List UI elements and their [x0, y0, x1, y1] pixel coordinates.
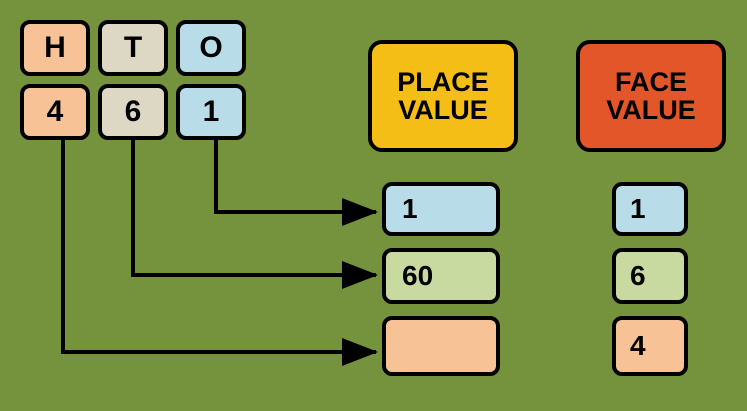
place-value-row-3: [382, 316, 500, 376]
face-value-row-2: 6: [612, 248, 688, 304]
place-value-row-1-value: 1: [402, 193, 418, 225]
chart-header-ones: O: [176, 20, 246, 76]
place-value-row-2-value: 60: [402, 260, 434, 292]
face-value-banner-line2: VALUE: [606, 95, 696, 125]
connector-tens-to-place-value: [131, 140, 378, 289]
face-value-row-1: 1: [612, 182, 688, 236]
place-value-banner-line2: VALUE: [398, 95, 488, 125]
place-value-row-2: 60: [382, 248, 500, 304]
place-value-banner: PLACE VALUE: [368, 40, 518, 152]
connector-ones-to-place-value: [214, 140, 378, 226]
connector-hundreds-to-place-value: [61, 140, 378, 366]
face-value-banner-line1: FACE: [614, 66, 687, 97]
face-value-banner: FACE VALUE: [576, 40, 726, 152]
chart-digit-tens-label: 6: [124, 95, 142, 129]
chart-digit-hundreds-label: 4: [46, 95, 64, 129]
face-value-row-3-value: 4: [630, 330, 646, 362]
chart-header-hundreds: H: [20, 20, 90, 76]
chart-digit-hundreds: 4: [20, 84, 90, 140]
chart-digit-tens: 6: [98, 84, 168, 140]
chart-header-ones-label: O: [199, 31, 223, 65]
chart-digit-ones-label: 1: [202, 95, 220, 129]
chart-header-tens-label: T: [123, 31, 143, 65]
place-value-row-1: 1: [382, 182, 500, 236]
face-value-row-2-value: 6: [630, 260, 646, 292]
chart-header-tens: T: [98, 20, 168, 76]
chart-digit-ones: 1: [176, 84, 246, 140]
chart-header-hundreds-label: H: [44, 31, 66, 65]
face-value-row-1-value: 1: [630, 193, 646, 225]
place-value-banner-line1: PLACE: [397, 66, 489, 97]
face-value-row-3: 4: [612, 316, 688, 376]
